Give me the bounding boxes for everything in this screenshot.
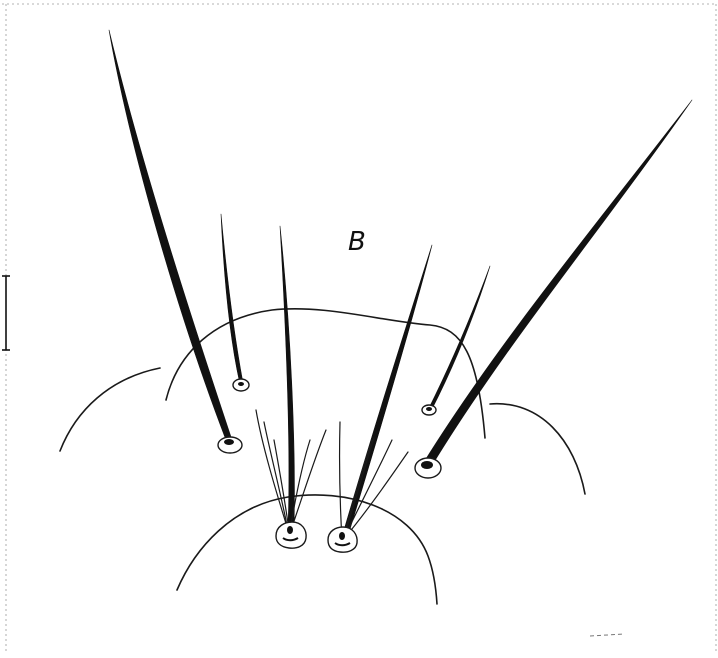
socket-thin-right bbox=[422, 405, 436, 415]
page-border bbox=[2, 4, 716, 654]
socket-bottom-right bbox=[328, 527, 357, 552]
seta-center-left bbox=[280, 226, 294, 527]
seta-right-long bbox=[424, 100, 692, 467]
long-setae bbox=[109, 30, 692, 467]
medium-setae bbox=[221, 214, 490, 539]
panel-label: B bbox=[348, 227, 366, 257]
right-lobe-outline bbox=[490, 404, 585, 494]
lower-segment-outline bbox=[177, 495, 437, 604]
socket-thin-left bbox=[233, 379, 249, 391]
scan-marks bbox=[590, 634, 624, 636]
socket-right-long bbox=[415, 458, 441, 478]
socket-bottom-left bbox=[276, 522, 306, 548]
left-lobe-outline bbox=[60, 368, 160, 451]
upper-plate-outline bbox=[166, 309, 485, 438]
socket-left-long bbox=[218, 437, 242, 453]
seta-thin-left bbox=[221, 214, 243, 384]
scale-bar bbox=[2, 276, 10, 350]
